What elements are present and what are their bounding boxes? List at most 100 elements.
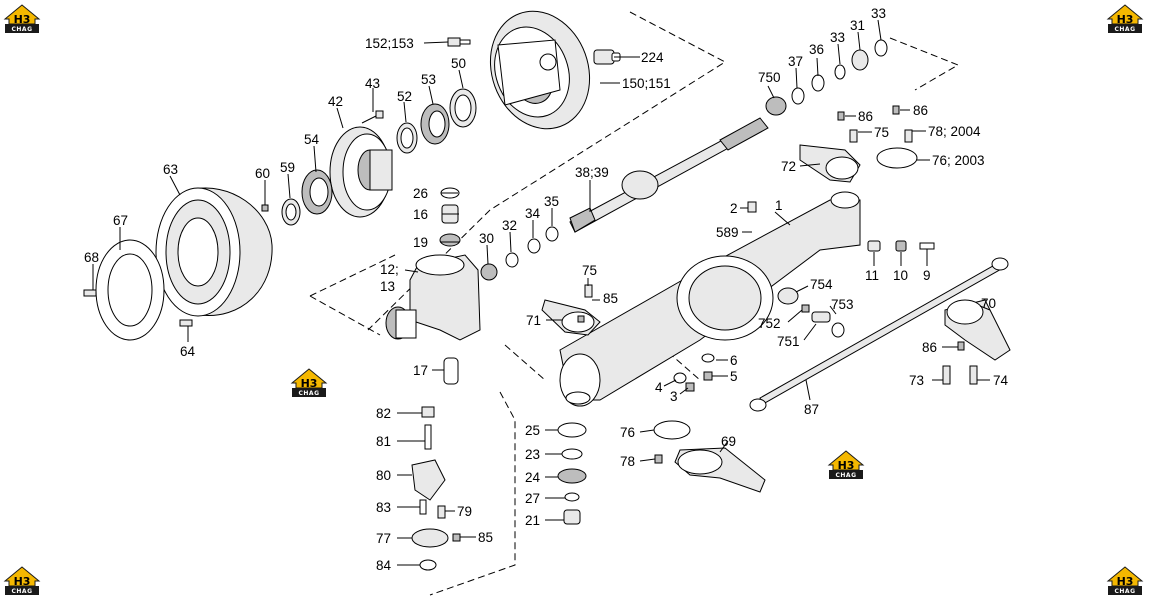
callout-50: 50 [451, 56, 466, 71]
callout-54: 54 [304, 132, 320, 147]
callout-78: 78 [620, 454, 635, 469]
svg-text:H3: H3 [14, 13, 31, 26]
callout-24: 24 [525, 470, 541, 485]
bearing-750 [765, 96, 787, 116]
ring-30 [480, 263, 498, 281]
bearing-24 [557, 468, 587, 484]
callout-224: 224 [641, 50, 664, 65]
logo-center-right: H3 CHAG [828, 450, 864, 480]
gasket-67 [95, 239, 165, 341]
bearing-54 [301, 169, 333, 215]
callout-12: 12; [380, 262, 399, 277]
callout-75b: 75 [582, 263, 597, 278]
callout-4: 4 [655, 380, 663, 395]
ring-34 [527, 238, 541, 254]
callout-87: 87 [804, 402, 819, 417]
callout-17: 17 [413, 363, 428, 378]
callout-589: 589 [716, 225, 739, 240]
bolt-68 [83, 289, 97, 297]
callout-labels: 152;153 224 150;151 50 53 43 52 42 54 63… [84, 6, 1009, 573]
callout-64: 64 [180, 344, 196, 359]
callout-80: 80 [376, 468, 391, 483]
steering-arm-72 [799, 144, 861, 183]
callout-79: 79 [457, 504, 472, 519]
callout-43: 43 [365, 76, 380, 91]
svg-text:H3: H3 [1117, 13, 1134, 26]
svg-text:CHAG: CHAG [12, 26, 33, 33]
callout-68: 68 [84, 250, 99, 265]
callout-37: 37 [788, 54, 803, 69]
king-pin-17 [443, 357, 459, 385]
axle-beam-1 [559, 191, 861, 407]
callout-60: 60 [255, 166, 270, 181]
callout-6: 6 [730, 353, 738, 368]
bushing-754 [777, 287, 799, 305]
bolt-751 [811, 311, 831, 323]
bearing-53 [420, 103, 450, 145]
callout-85b: 85 [478, 530, 493, 545]
ring-753 [831, 322, 845, 338]
callout-27: 27 [525, 491, 540, 506]
callout-72: 72 [781, 159, 796, 174]
ring-35 [545, 226, 559, 242]
nipple-85b [452, 533, 461, 542]
callout-76: 76 [620, 425, 635, 440]
callout-150-151: 150;151 [622, 76, 671, 91]
callout-10: 10 [893, 268, 908, 283]
callout-13: 13 [380, 279, 395, 294]
callout-36: 36 [809, 42, 824, 57]
bracket-80 [411, 459, 446, 501]
callout-23: 23 [525, 447, 540, 462]
callout-82: 82 [376, 406, 391, 421]
callout-31: 31 [850, 18, 865, 33]
bolt-74 [969, 365, 978, 385]
pin-224 [593, 49, 621, 65]
cap-82 [421, 406, 435, 418]
svg-text:CHAG: CHAG [299, 390, 320, 397]
seal-ring-50 [449, 88, 477, 128]
bolt-73 [942, 365, 951, 385]
svg-text:CHAG: CHAG [836, 472, 857, 479]
callout-75a: 75 [874, 125, 889, 140]
callout-30: 30 [479, 231, 494, 246]
bolt-5 [703, 371, 713, 381]
bolt-78 [654, 454, 663, 464]
bolt-9 [919, 242, 935, 250]
callout-21: 21 [525, 513, 540, 528]
svg-text:CHAG: CHAG [1115, 26, 1136, 33]
bolt-64 [179, 319, 193, 327]
steering-arm-69 [674, 447, 766, 493]
assembly-guide-lines [309, 11, 960, 596]
nipple-86b [892, 105, 900, 115]
callout-69: 69 [721, 434, 736, 449]
callout-63: 63 [163, 162, 178, 177]
svg-text:H3: H3 [838, 459, 855, 472]
callout-2: 2 [730, 201, 738, 216]
callout-85a: 85 [603, 291, 618, 306]
callout-67: 67 [113, 213, 128, 228]
callout-3: 3 [670, 389, 678, 404]
ring-33b [874, 39, 888, 57]
axle-shaft-38-39 [569, 117, 769, 233]
breather-2 [747, 201, 757, 213]
plate-76-2003 [876, 147, 918, 169]
bolt-79 [437, 505, 446, 519]
bolt-43 [361, 110, 384, 124]
callout-33a: 33 [830, 30, 845, 45]
part-10 [895, 240, 907, 252]
callout-9: 9 [923, 268, 931, 283]
svg-text:H3: H3 [14, 575, 31, 588]
plate-77 [411, 528, 449, 548]
o-ring-84 [419, 559, 437, 571]
washer-6 [701, 353, 715, 363]
bearing-19 [439, 233, 461, 247]
callout-752: 752 [758, 316, 781, 331]
callout-78-2004: 78; 2004 [928, 124, 981, 139]
ring-23 [561, 448, 583, 460]
callout-26: 26 [413, 186, 428, 201]
callout-86a: 86 [858, 109, 873, 124]
logo-top-left: H3 CHAG [4, 4, 40, 34]
callout-754: 754 [810, 277, 833, 292]
steering-arm-71 [541, 299, 601, 336]
